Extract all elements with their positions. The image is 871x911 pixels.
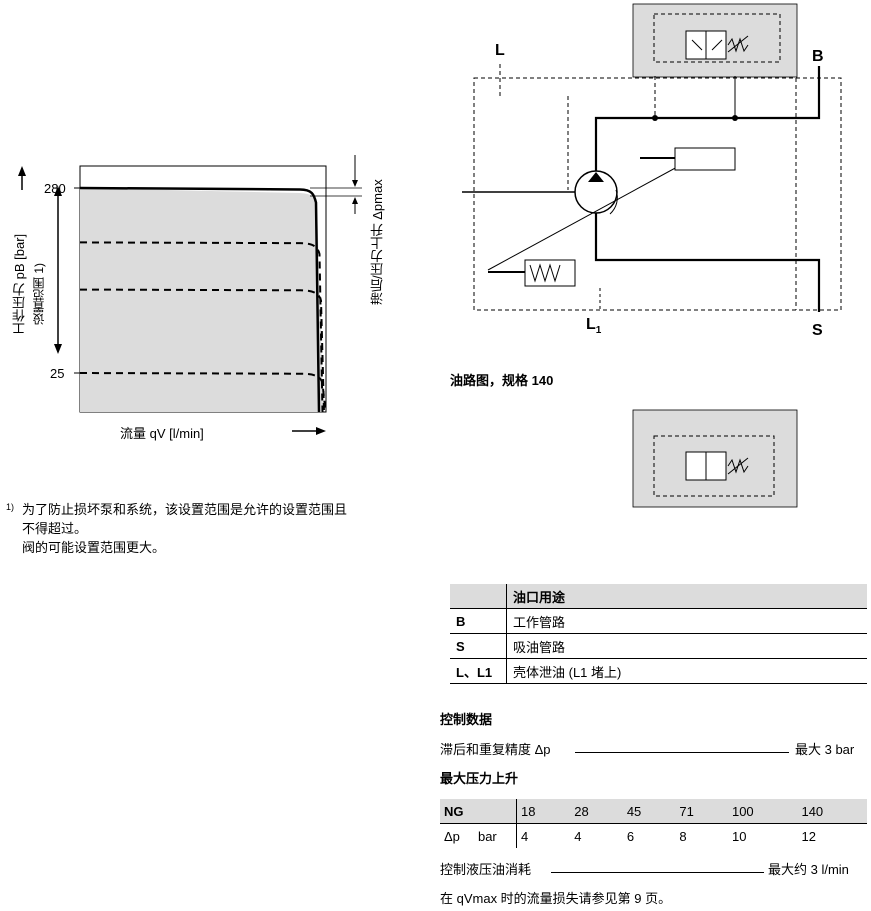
ng-size: 28 xyxy=(570,799,623,824)
table-row: B 工作管路 xyxy=(450,608,867,634)
hysteresis-value: 最大 3 bar xyxy=(795,742,855,757)
y-tick-25: 25 xyxy=(50,366,65,381)
max-rise-title: 最大压力上升 xyxy=(440,771,519,786)
port-code: B xyxy=(450,608,507,634)
x-axis-label: 流量 qV [l/min] xyxy=(120,426,204,441)
consumption-value: 最大约 3 l/min xyxy=(768,862,849,877)
port-code: L、L1 xyxy=(450,658,507,684)
port-label-S: S xyxy=(812,322,823,339)
pressure-curve-max xyxy=(79,186,321,413)
hysteresis-label: 滞后和重复精度 Δp xyxy=(440,742,551,757)
table-row: L、L1 壳体泄油 (L1 堵上) xyxy=(450,658,867,684)
leader-line xyxy=(575,752,789,753)
port-use: 工作管路 xyxy=(506,608,867,634)
delta-p-value: 10 xyxy=(731,828,747,844)
ng-size: 140 xyxy=(797,799,867,824)
delta-p-value: 8 xyxy=(679,828,687,844)
footnote-line-1: 为了防止损坏泵和系统，该设置范围是允许的设置范围且 xyxy=(22,502,348,517)
ng-header: NG xyxy=(440,799,517,824)
pressure-curve-setting xyxy=(79,372,327,413)
delta-p-value: 4 xyxy=(521,828,529,844)
table-row: Δp bar 4 4 6 8 10 12 xyxy=(440,823,867,848)
footnote-line-3: 阀的可能设置范围更大。 xyxy=(22,540,166,555)
leader-line xyxy=(551,872,764,873)
pressure-curve-setting xyxy=(79,241,324,413)
pressure-curve-setting xyxy=(79,288,325,413)
port-code: S xyxy=(450,633,507,659)
ng-size: 18 xyxy=(516,799,571,824)
delta-p-value: 4 xyxy=(574,828,582,844)
ng-table: NG 18 28 45 71 100 140 Δp bar 4 4 6 8 10… xyxy=(440,799,867,848)
delta-p-value: 6 xyxy=(626,828,635,844)
ports-header-0 xyxy=(450,584,507,609)
consumption-label: 控制液压油消耗 xyxy=(440,862,532,877)
port-label-B: B xyxy=(812,48,824,65)
port-label-L1: L1 xyxy=(586,316,602,337)
y-tick-280: 280 xyxy=(44,181,66,196)
ng-size: 100 xyxy=(727,799,798,824)
delta-p-label: Δp bar xyxy=(440,823,517,848)
ports-header-1: 油口用途 xyxy=(506,584,867,609)
footnote-line-2: 不得超过。 xyxy=(22,521,88,536)
port-use: 壳体泄油 (L1 堵上) xyxy=(506,658,867,684)
qvmax-note: 在 qVmax 时的流量损失请参见第 9 页。 xyxy=(440,891,672,906)
ng-size: 45 xyxy=(622,799,676,824)
footnote-marker: 1) xyxy=(6,502,15,512)
delta-p-value: 12 xyxy=(801,828,816,844)
table-row: S 吸油管路 xyxy=(450,633,867,659)
ng-size: 71 xyxy=(675,799,728,824)
port-label-L: L xyxy=(495,42,505,59)
ports-table: 油口用途 B 工作管路 S 吸油管路 L、L1 壳体泄油 (L1 堵上) xyxy=(450,584,867,684)
control-title: 控制数据 xyxy=(440,712,493,727)
port-use: 吸油管路 xyxy=(506,633,867,659)
circuit-caption: 油路图，规格 140 xyxy=(450,373,554,388)
